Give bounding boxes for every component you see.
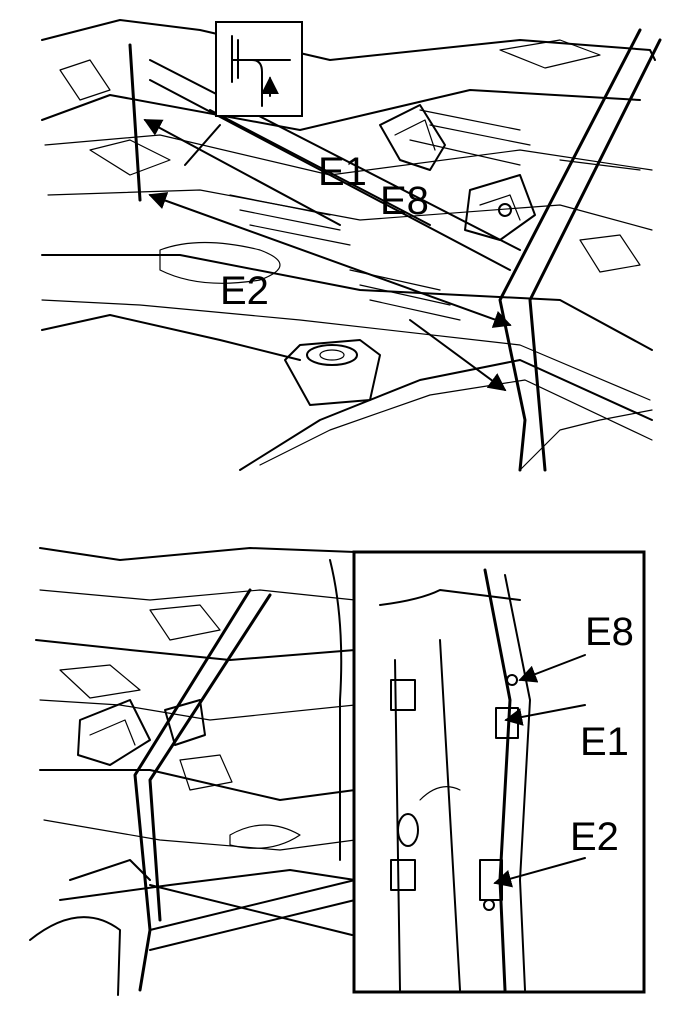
b-pillar bbox=[498, 28, 662, 472]
inset-section-detail bbox=[215, 21, 303, 117]
label-e1: E1 bbox=[318, 150, 367, 194]
lower-leader-lines bbox=[149, 654, 586, 936]
a-pillar-and-sill bbox=[29, 559, 356, 996]
label-e8: E8 bbox=[380, 179, 429, 223]
label-e8-lower: E8 bbox=[585, 610, 634, 654]
label-e2-lower: E2 bbox=[570, 815, 619, 859]
inset-b-pillar-detail bbox=[352, 550, 646, 994]
strut-tower bbox=[284, 339, 381, 406]
seat-bracket bbox=[379, 104, 446, 171]
interior-floor-outline bbox=[35, 547, 356, 901]
label-e2: E2 bbox=[220, 269, 269, 313]
seat-bracket-lower bbox=[77, 699, 206, 766]
label-e1-lower: E1 bbox=[580, 720, 629, 764]
upper-view: E1 E8 E2 bbox=[41, 19, 662, 472]
lower-view: E8 E1 E2 bbox=[29, 547, 646, 996]
upper-leader-lines bbox=[143, 119, 512, 392]
